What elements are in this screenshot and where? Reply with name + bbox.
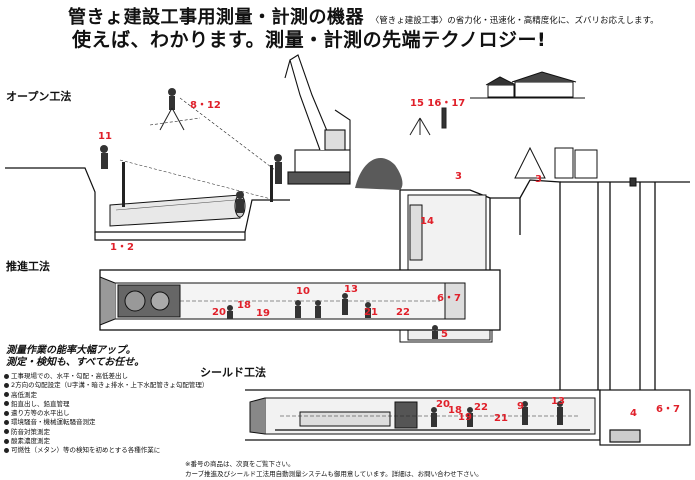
list-item: 2方向の勾配設定（U字溝・暗きょ排水・上下水配管きょ勾配管理） [4, 381, 208, 390]
label-6-7-shield: 6・7 [656, 404, 680, 415]
jacking-tunnel [99, 269, 501, 331]
label-22-shield: 22 [474, 402, 488, 413]
list-item: 酸素濃度測定 [4, 437, 208, 446]
label-19-shield: 19 [458, 412, 472, 423]
list-item: 鉛直出し、鉛直管理 [4, 400, 208, 409]
section-jacking-method: 推進工法 [6, 260, 50, 273]
bullet-icon [4, 382, 9, 388]
label-19-jacking: 19 [256, 308, 270, 319]
footer-note-2: カーブ推進及びシールド工法用自動測量システムも御用意しています。詳細は、お問い合… [185, 470, 483, 478]
label-11: 11 [98, 131, 112, 142]
label-18-shield: 18 [448, 405, 462, 416]
bullet-icon [4, 410, 9, 416]
bullet-icon [4, 401, 9, 407]
label-1-2: 1・2 [110, 242, 134, 253]
bullet-icon [4, 373, 9, 379]
soil-pile [355, 158, 403, 190]
label-13-jacking: 13 [344, 284, 358, 295]
header-title-main: 管きょ建設工事用測量・計測の機器 [68, 7, 364, 28]
feature-list: 工事現場での、水平・勾配・高低差出し 2方向の勾配設定（U字溝・暗きょ排水・上下… [4, 372, 208, 456]
list-item: 工事現場での、水平・勾配・高低差出し [4, 372, 208, 381]
label-18-jacking: 18 [237, 300, 251, 311]
label-20-shield: 20 [436, 399, 450, 410]
distant-buildings [470, 71, 585, 99]
label-8-12: 8・12 [190, 100, 221, 111]
label-14: 14 [420, 216, 434, 227]
surveyor-figures [100, 88, 282, 213]
trench-pipe [109, 194, 246, 227]
header-subtitle: 〈管きょ建設工事〉の省力化・迅速化・高精度化に、ズバリお応えします。 [370, 16, 659, 26]
section-shield-method: シールド工法 [200, 366, 266, 379]
label-9: 9 [517, 401, 524, 412]
label-13-shield: 13 [551, 396, 565, 407]
label-10: 10 [296, 286, 310, 297]
list-item: 遣り方等の水平出し [4, 409, 208, 418]
excavator [284, 54, 351, 185]
laser-lines [119, 97, 276, 201]
label-3-right: 3 [535, 174, 542, 185]
callout-line-1: 測量作業の能率大幅アップ。 [6, 345, 136, 356]
shaft-cranes [514, 146, 637, 187]
callout-line-2: 測定・検知も、すべてお任せ。 [6, 357, 145, 368]
bullet-icon [4, 392, 9, 398]
label-6-7-jacking: 6・7 [437, 293, 461, 304]
list-item: 可燃性（メタン）等の検知を初めとする各種作業に [4, 446, 208, 455]
label-5: 5 [441, 329, 448, 340]
label-3-left: 3 [455, 171, 462, 182]
label-22-jacking: 22 [396, 307, 410, 318]
feature-callout: 測量作業の能率大幅アップ。 測定・検知も、すべてお任せ。 [6, 345, 144, 369]
shield-tunnel [245, 389, 601, 441]
label-4: 4 [630, 408, 637, 419]
surface-tripod [409, 107, 447, 136]
shield-shaft [599, 389, 691, 446]
tunnel-workers [227, 293, 563, 427]
open-method-ground [5, 167, 290, 241]
list-item: 高低測定 [4, 391, 208, 400]
label-15-16-17: 15 16・17 [410, 98, 466, 109]
bullet-icon [4, 419, 9, 425]
bullet-icon [4, 447, 9, 453]
list-item: 環境騒音・機械運転騒音測定 [4, 418, 208, 427]
header-title: 管きょ建設工事用測量・計測の機器 〈管きょ建設工事〉の省力化・迅速化・高精度化に… [68, 3, 695, 29]
section-open-method: オープン工法 [6, 90, 72, 103]
bullet-icon [4, 429, 9, 435]
header-tagline: 使えば、わかります。測量・計測の先端テクノロジー! [72, 29, 547, 51]
label-20-jacking: 20 [212, 307, 226, 318]
bullet-icon [4, 438, 9, 444]
label-21-jacking: 21 [364, 307, 378, 318]
list-item: 防音対策測定 [4, 428, 208, 437]
ground-and-shafts [399, 179, 690, 430]
footer-note-1: ※番号の商品は、次頁をご覧下さい。 [185, 460, 295, 468]
label-21-shield: 21 [494, 413, 508, 424]
